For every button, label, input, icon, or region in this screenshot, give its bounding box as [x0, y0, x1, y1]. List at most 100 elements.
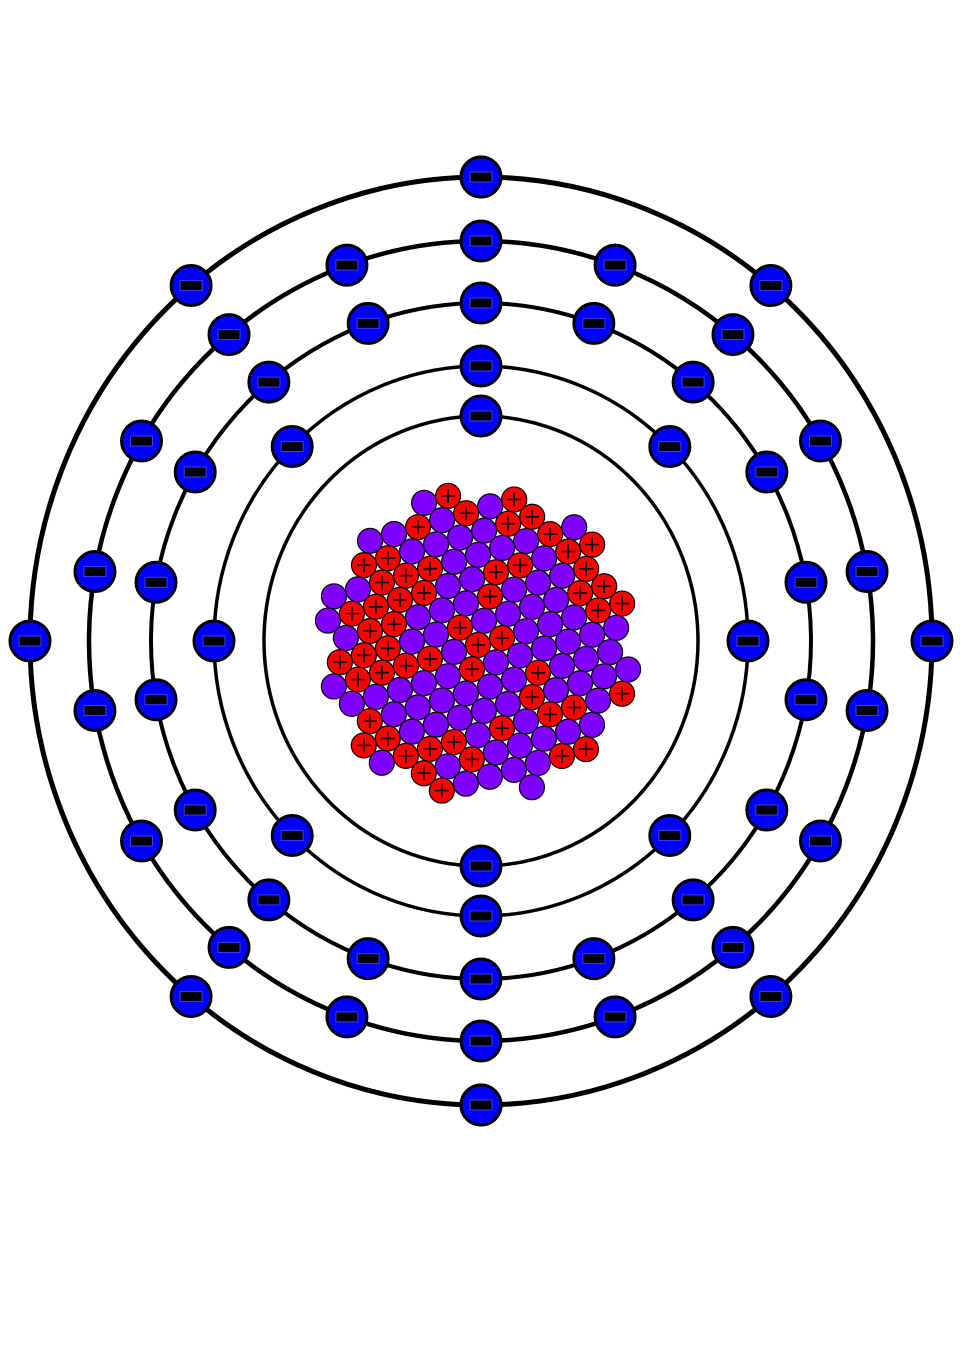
neutron [411, 489, 438, 516]
neutron [422, 621, 450, 648]
proton [368, 659, 395, 686]
proton [458, 656, 486, 683]
proton [609, 590, 636, 617]
neutron [356, 527, 384, 554]
neutron [398, 628, 426, 655]
minus-sign [736, 635, 760, 647]
minus-sign [681, 894, 705, 906]
neutron [500, 576, 528, 603]
electron-shell-3-3 [671, 360, 715, 404]
neutron [476, 673, 504, 700]
electron-shell-5-3 [8, 619, 52, 663]
proton [488, 715, 516, 742]
minus-sign [808, 435, 832, 447]
minus-sign [202, 635, 226, 647]
minus-sign [469, 235, 493, 247]
neutron [398, 718, 425, 745]
neutron [368, 749, 395, 776]
neutron [380, 520, 408, 548]
neutron [512, 708, 540, 735]
neutron [380, 701, 407, 728]
electron-shell-2-3 [726, 619, 770, 663]
neutron [506, 642, 534, 669]
neutron [404, 694, 431, 721]
proton [374, 635, 402, 662]
proton [555, 538, 582, 565]
electron-shell-4-14 [73, 688, 117, 732]
minus-sign [257, 376, 281, 388]
neutron [561, 514, 588, 541]
neutron [471, 517, 498, 544]
electron-shell-4-17 [207, 313, 251, 357]
neutron [590, 663, 618, 690]
electron-shell-2-6 [270, 813, 314, 857]
proton [350, 642, 377, 669]
neutron [554, 718, 582, 745]
neutron [512, 618, 540, 645]
neutron [410, 669, 438, 697]
proton [591, 573, 618, 600]
electron-shell-1-2 [459, 844, 503, 888]
minus-sign [144, 576, 168, 588]
proton [536, 701, 564, 728]
neutron [518, 774, 545, 801]
minus-sign [183, 804, 207, 816]
neutron [494, 600, 522, 627]
neutron [518, 593, 546, 621]
minus-sign [721, 941, 745, 953]
minus-sign [582, 317, 606, 329]
electron-shell-4-10 [459, 1019, 503, 1063]
electron-shell-3-16 [173, 450, 217, 494]
electron-shell-2-4 [648, 813, 692, 857]
proton [362, 593, 390, 620]
minus-sign [721, 329, 745, 341]
proton [356, 617, 384, 645]
neutron [482, 739, 510, 766]
proton [380, 611, 408, 638]
electron-shell-4-2 [593, 243, 637, 287]
electron-shell-3-4 [745, 450, 789, 494]
minus-sign [130, 435, 154, 447]
electron-shell-3-18 [346, 301, 390, 345]
proton [404, 513, 432, 541]
proton [392, 562, 420, 589]
proton [386, 586, 414, 613]
proton [338, 600, 366, 627]
electron-shell-2-5 [459, 894, 503, 938]
neutron [320, 673, 347, 700]
electron-shell-2-2 [648, 425, 692, 469]
neutron [440, 548, 468, 575]
electron-shell-4-13 [120, 819, 164, 863]
proton [453, 500, 480, 527]
electron-shell-4-18 [325, 243, 369, 287]
minus-sign [469, 910, 493, 922]
electron-shell-4-11 [325, 995, 369, 1039]
neutron [404, 604, 432, 631]
proton [573, 555, 600, 582]
neutron [332, 624, 360, 652]
minus-sign [217, 941, 241, 953]
proton [350, 732, 377, 759]
proton [392, 742, 419, 769]
electron-shell-3-6 [784, 678, 828, 722]
electron-shell-4-5 [845, 550, 889, 594]
proton [410, 760, 437, 787]
neutron [452, 770, 479, 797]
minus-sign [280, 441, 304, 453]
neutron [584, 687, 612, 714]
neutron [320, 583, 348, 610]
minus-sign [356, 953, 380, 965]
neutron [440, 638, 468, 666]
electron-shell-3-5 [784, 560, 828, 604]
electron-shell-5-4 [749, 264, 793, 308]
proton [374, 545, 402, 572]
minus-sign [469, 410, 493, 422]
minus-sign [658, 441, 682, 453]
proton [608, 680, 636, 707]
neutron [446, 524, 474, 551]
proton [585, 597, 612, 624]
proton [350, 552, 378, 579]
minus-sign [183, 466, 207, 478]
neutron [506, 732, 534, 759]
neutron [446, 704, 474, 731]
